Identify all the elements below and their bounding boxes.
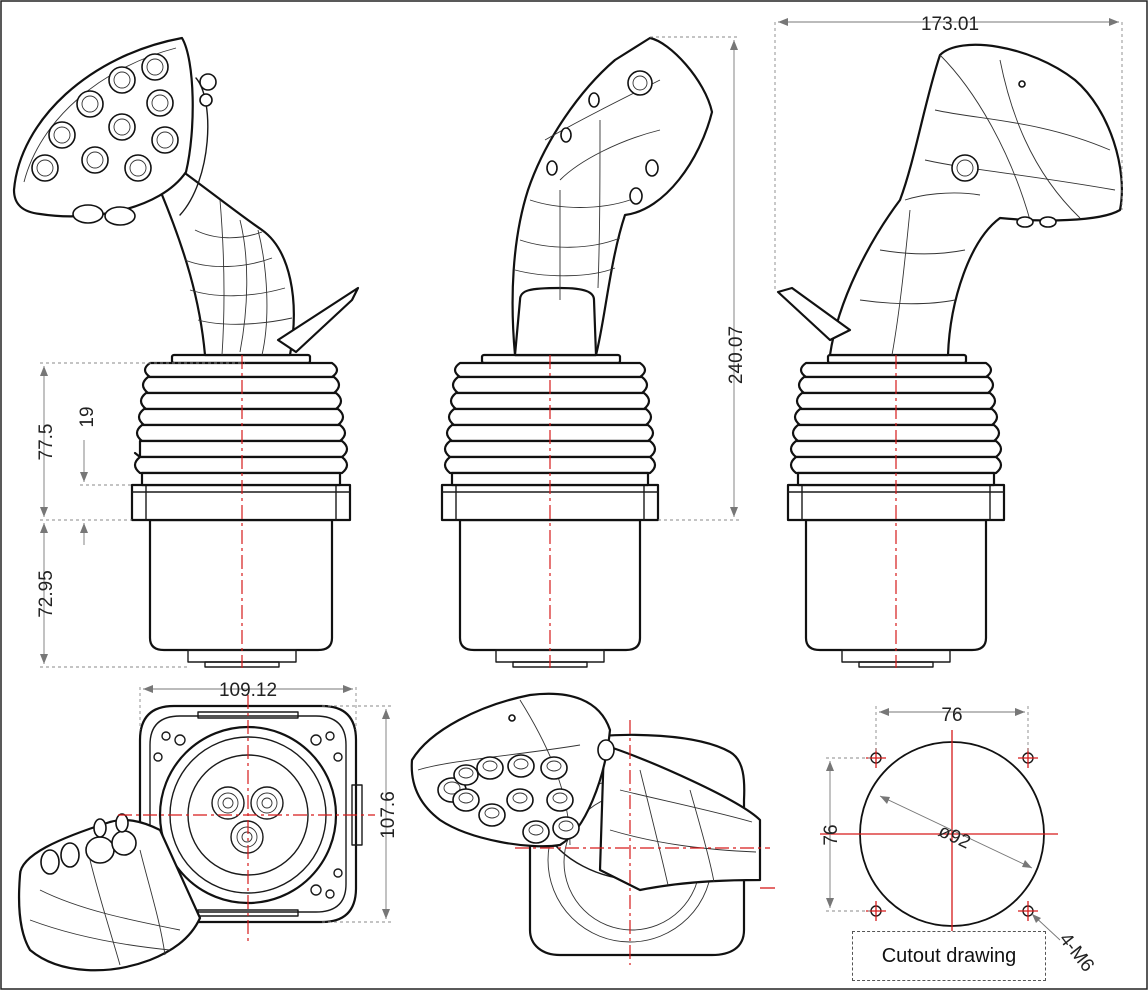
mount-flange — [130, 483, 352, 522]
boot-height-label: 77.5 — [36, 424, 57, 461]
cutout-drawing-label: Cutout drawing — [852, 931, 1046, 981]
base-housing — [148, 518, 334, 652]
body-width-label: 109.12 — [219, 680, 277, 701]
hole-spacing-x-label: 76 — [941, 705, 962, 726]
angled-view — [410, 692, 775, 965]
joystick-grip — [12, 36, 360, 357]
overall-width-label: 173.01 — [921, 14, 979, 35]
base-height-label: 72.95 — [36, 570, 57, 618]
side-view-left — [12, 36, 360, 668]
body-depth-label: 107.6 — [378, 791, 399, 839]
trigger-paddle — [276, 286, 360, 354]
mount-holes-label: 4-M6 — [1055, 929, 1098, 976]
flange-height-label: 19 — [77, 406, 98, 427]
hole-spacing-y-label: 76 — [821, 824, 842, 845]
rubber-boot — [133, 353, 349, 487]
front-view — [440, 36, 740, 668]
overall-height-label: 240.07 — [726, 326, 747, 384]
head-buttons-left — [31, 53, 179, 226]
top-view — [17, 685, 392, 972]
side-view-right — [774, 18, 1123, 668]
cutout-view — [820, 706, 1061, 941]
